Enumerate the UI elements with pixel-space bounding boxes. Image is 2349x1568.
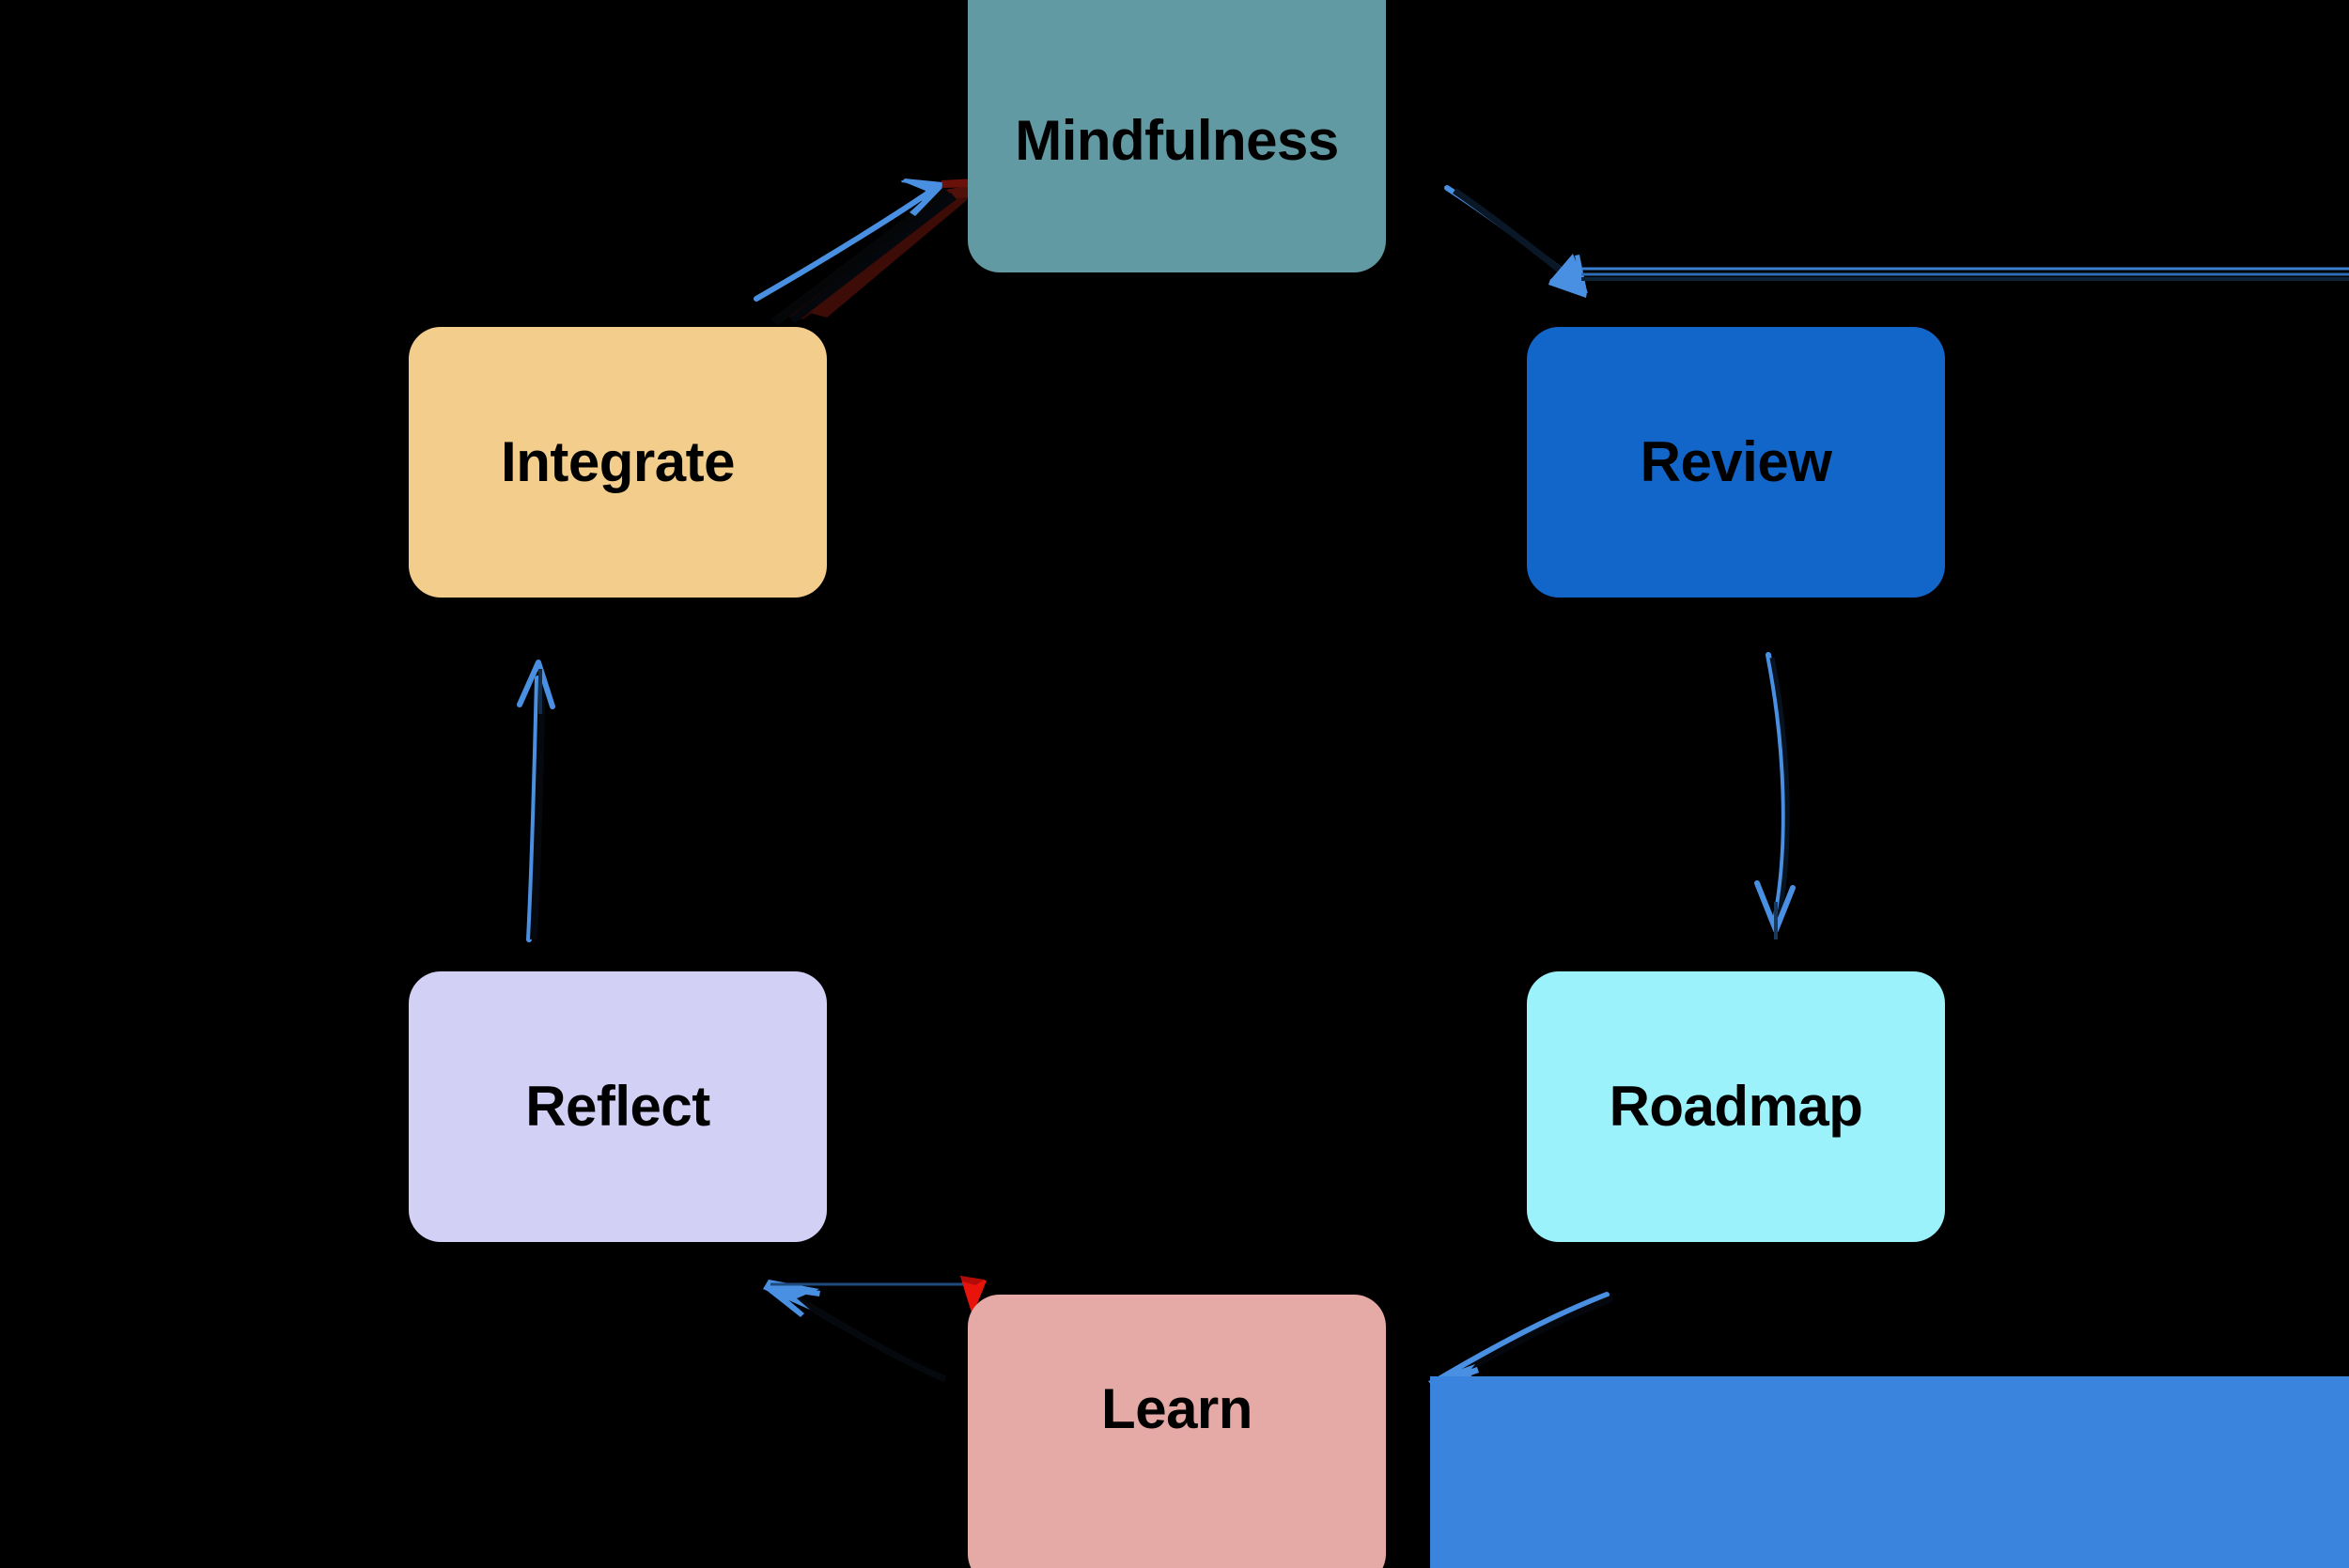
node-label-integrate: Integrate [501, 430, 735, 493]
node-label-reflect: Reflect [525, 1075, 710, 1138]
node-reflect[interactable]: Reflect [409, 971, 827, 1242]
node-integrate[interactable]: Integrate [409, 327, 827, 598]
node-label-learn: Learn [1101, 1377, 1252, 1440]
bottom-right-panel[interactable] [1430, 1376, 2349, 1568]
node-learn[interactable]: Learn [968, 1295, 1386, 1568]
node-label-mindfulness: Mindfulness [1015, 109, 1339, 172]
edge-integrate-to-mindfulness-shadow [770, 188, 957, 325]
edge-integrate-to-mindfulness-artifact [780, 179, 975, 319]
node-label-roadmap: Roadmap [1609, 1075, 1863, 1138]
node-label-review: Review [1640, 430, 1832, 493]
edge-learn-to-reflect [763, 1276, 987, 1383]
edge-review-to-roadmap [1754, 652, 1796, 939]
edge-integrate-to-mindfulness [754, 179, 942, 302]
edge-reflect-to-integrate [517, 660, 555, 942]
node-roadmap[interactable]: Roadmap [1527, 971, 1945, 1242]
node-review[interactable]: Review [1527, 327, 1945, 598]
node-mindfulness[interactable]: Mindfulness [968, 0, 1386, 272]
edge-mindfulness-to-review [1444, 185, 2349, 298]
